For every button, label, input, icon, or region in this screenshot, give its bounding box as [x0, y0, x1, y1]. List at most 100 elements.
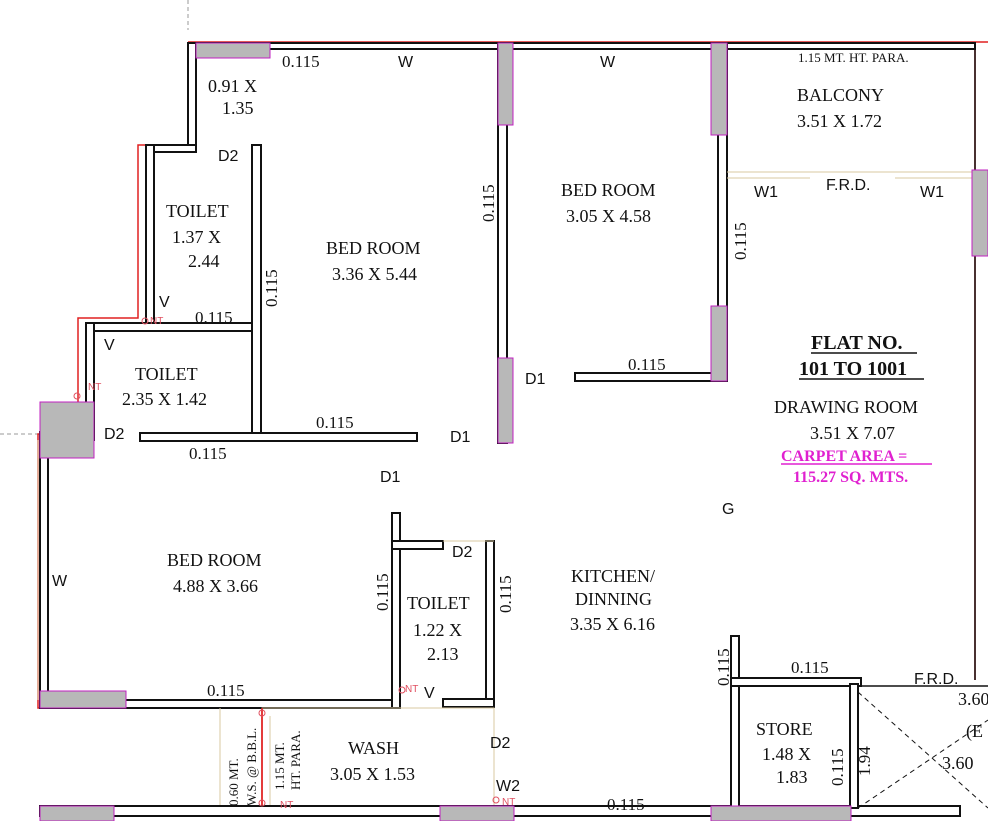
wall	[39, 431, 49, 709]
kitchen-name: DINNING	[575, 589, 652, 609]
lift-cross	[857, 691, 988, 809]
flat-title: 101 TO 1001	[799, 358, 907, 380]
balcony-dim: 3.51 X 1.72	[797, 111, 882, 131]
store-name: STORE	[756, 719, 813, 739]
bed3-dim: 4.88 X 3.66	[173, 576, 258, 596]
dim-label: 0.115	[828, 748, 847, 786]
vent-label: V	[424, 685, 435, 702]
drawing-name: DRAWING ROOM	[774, 397, 918, 417]
bed1-name: BED ROOM	[326, 238, 421, 258]
nt-marker	[258, 709, 266, 717]
dim-label: 0.115	[316, 413, 354, 432]
nt-label: NT	[405, 684, 418, 695]
door-label: D2	[218, 148, 239, 165]
nt-marker	[398, 686, 406, 694]
kitchen-dim: 3.35 X 6.16	[570, 614, 655, 634]
door-label: D2	[490, 735, 511, 752]
window-label: W2	[496, 778, 520, 795]
nt-marker	[141, 317, 149, 325]
wash-name: WASH	[348, 738, 399, 758]
window-label: W	[600, 54, 616, 71]
toilet1-name: TOILET	[166, 201, 229, 221]
column	[497, 357, 514, 444]
toilet3-dim: 1.22 X	[413, 620, 462, 640]
toilet3-dim: 2.13	[427, 644, 459, 664]
dim-label: 0.115	[496, 575, 515, 613]
frd-label: F.R.D.	[914, 671, 958, 688]
dim-label: 0.115	[607, 795, 645, 814]
bed2-dim: 3.05 X 4.58	[566, 206, 651, 226]
toilet1-dim: 2.44	[188, 251, 220, 271]
wall	[442, 698, 495, 708]
dim-label: 0.115	[207, 681, 245, 700]
toilet3-name: TOILET	[407, 593, 470, 613]
lift-dim: 1.94	[855, 746, 874, 776]
door-label: D2	[452, 544, 473, 561]
wall	[730, 677, 862, 687]
dim-label: 0.115	[628, 355, 666, 374]
store-dim: 1.48 X	[762, 744, 811, 764]
dim-label: 0.115	[195, 308, 233, 327]
bed2-name: BED ROOM	[561, 180, 656, 200]
wall	[139, 432, 418, 442]
lift-cross	[857, 719, 988, 809]
drawing-dim: 3.51 X 7.07	[810, 423, 895, 443]
door-label: D2	[104, 426, 125, 443]
window-label: W	[398, 54, 414, 71]
dim-label: 0.115	[714, 648, 733, 686]
dim-label: 0.115	[479, 184, 498, 222]
balcony-name: BALCONY	[797, 85, 884, 105]
carpet-area: 115.27 SQ. MTS.	[793, 469, 908, 486]
column	[710, 42, 728, 136]
door-label: D1	[450, 429, 471, 446]
edge-dim: 3.60	[958, 689, 988, 709]
door-label: D1	[525, 371, 546, 388]
wall	[251, 144, 262, 438]
toilet1-dim: 1.37 X	[172, 227, 221, 247]
nt-label: NT	[88, 382, 101, 393]
vent-label: V	[104, 337, 115, 354]
toilet2-dim: 2.35 X 1.42	[122, 389, 207, 409]
flat-title: FLAT NO.	[811, 332, 903, 354]
wash-dim: 3.05 X 1.53	[330, 764, 415, 784]
nt-label: NT	[150, 316, 163, 327]
wall	[574, 372, 728, 382]
column	[497, 42, 514, 126]
frd-label: F.R.D.	[826, 177, 870, 194]
column	[439, 805, 515, 821]
column	[195, 42, 271, 59]
carpet-area: CARPET AREA =	[781, 448, 907, 465]
column	[39, 401, 95, 459]
column	[971, 169, 988, 257]
wall	[391, 540, 444, 550]
duct-dim: 1.35	[222, 98, 254, 118]
wall	[849, 683, 859, 809]
window-label: W1	[920, 184, 944, 201]
dim-label: 0.115	[791, 658, 829, 677]
column	[39, 690, 127, 709]
dim-label: 0.115	[731, 222, 750, 260]
vent-label: V	[159, 294, 170, 311]
nt-label: NT	[280, 800, 293, 811]
wall	[187, 42, 197, 149]
wash-note: 0.60 MT.	[226, 758, 241, 806]
wash-note: W.S. @ B.B.L.	[244, 728, 259, 806]
dim-label: 0.115	[189, 444, 227, 463]
wall	[485, 540, 495, 707]
duct-dim: 0.91 X	[208, 76, 257, 96]
nt-marker	[492, 796, 500, 804]
edge-dim: 3.60	[942, 753, 974, 773]
nt-label: NT	[502, 797, 515, 808]
wall-top	[187, 42, 976, 50]
wall	[145, 144, 155, 324]
wash-note: 1.15 MT.	[272, 742, 287, 790]
column	[710, 305, 728, 382]
column	[39, 805, 115, 821]
edge-letter: (E	[966, 721, 983, 742]
window-label: W1	[754, 184, 778, 201]
bed1-dim: 3.36 X 5.44	[332, 264, 417, 284]
balcony-note: 1.15 MT. HT. PARA.	[798, 50, 909, 65]
dim-label: 0.115	[373, 573, 392, 611]
nt-marker	[73, 392, 81, 400]
